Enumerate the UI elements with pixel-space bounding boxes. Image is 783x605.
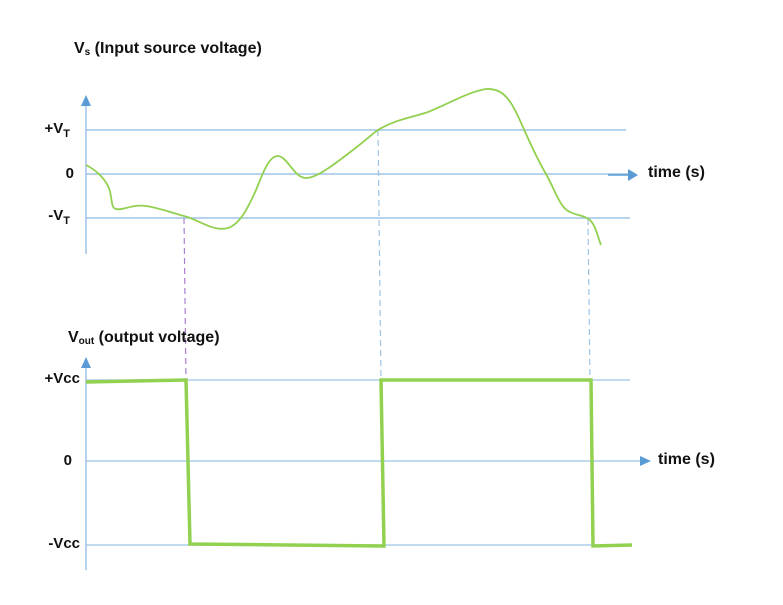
dashed-projection-1	[183, 217, 187, 381]
title-subscript: s	[84, 47, 91, 58]
tick-zero-out: 0	[12, 452, 72, 469]
title-text: (output voltage)	[94, 329, 220, 346]
tick-vt-plus: +VT	[10, 120, 71, 140]
output-chart	[81, 357, 651, 570]
tick-label: +Vcc	[44, 370, 80, 387]
tick-subscript: T	[63, 215, 70, 227]
dashed-projection-2	[377, 129, 382, 381]
input-chart-title: Vs (Input source voltage)	[74, 40, 262, 58]
tick-vcc-plus: +Vcc	[20, 370, 80, 387]
title-subscript: out	[78, 336, 95, 347]
output-chart-title: Vout (output voltage)	[68, 329, 220, 347]
voltage-axis-arrow-icon	[81, 357, 91, 368]
tick-label: +V	[44, 120, 64, 137]
tick-label: -V	[48, 207, 64, 224]
title-symbol: V	[68, 329, 79, 346]
tick-zero: 0	[14, 165, 74, 182]
time-axis-arrow-icon	[640, 456, 651, 466]
dashed-projection-3	[587, 218, 591, 381]
tick-subscript: T	[63, 128, 70, 140]
input-time-axis-label: time (s)	[648, 164, 705, 181]
input-signal-curve	[85, 88, 602, 246]
title-text: (Input source voltage)	[90, 40, 262, 57]
tick-label: 0	[65, 165, 74, 182]
tick-label: 0	[63, 452, 72, 469]
voltage-axis-arrow-icon	[81, 95, 91, 106]
input-chart	[81, 88, 638, 381]
output-time-axis-label: time (s)	[658, 451, 715, 468]
time-axis-arrow-icon	[628, 169, 638, 181]
tick-vt-minus: -VT	[10, 207, 70, 227]
output-square-wave	[85, 378, 633, 548]
tick-label: -Vcc	[48, 535, 80, 552]
tick-vcc-minus: -Vcc	[20, 535, 80, 552]
title-symbol: V	[74, 40, 85, 57]
